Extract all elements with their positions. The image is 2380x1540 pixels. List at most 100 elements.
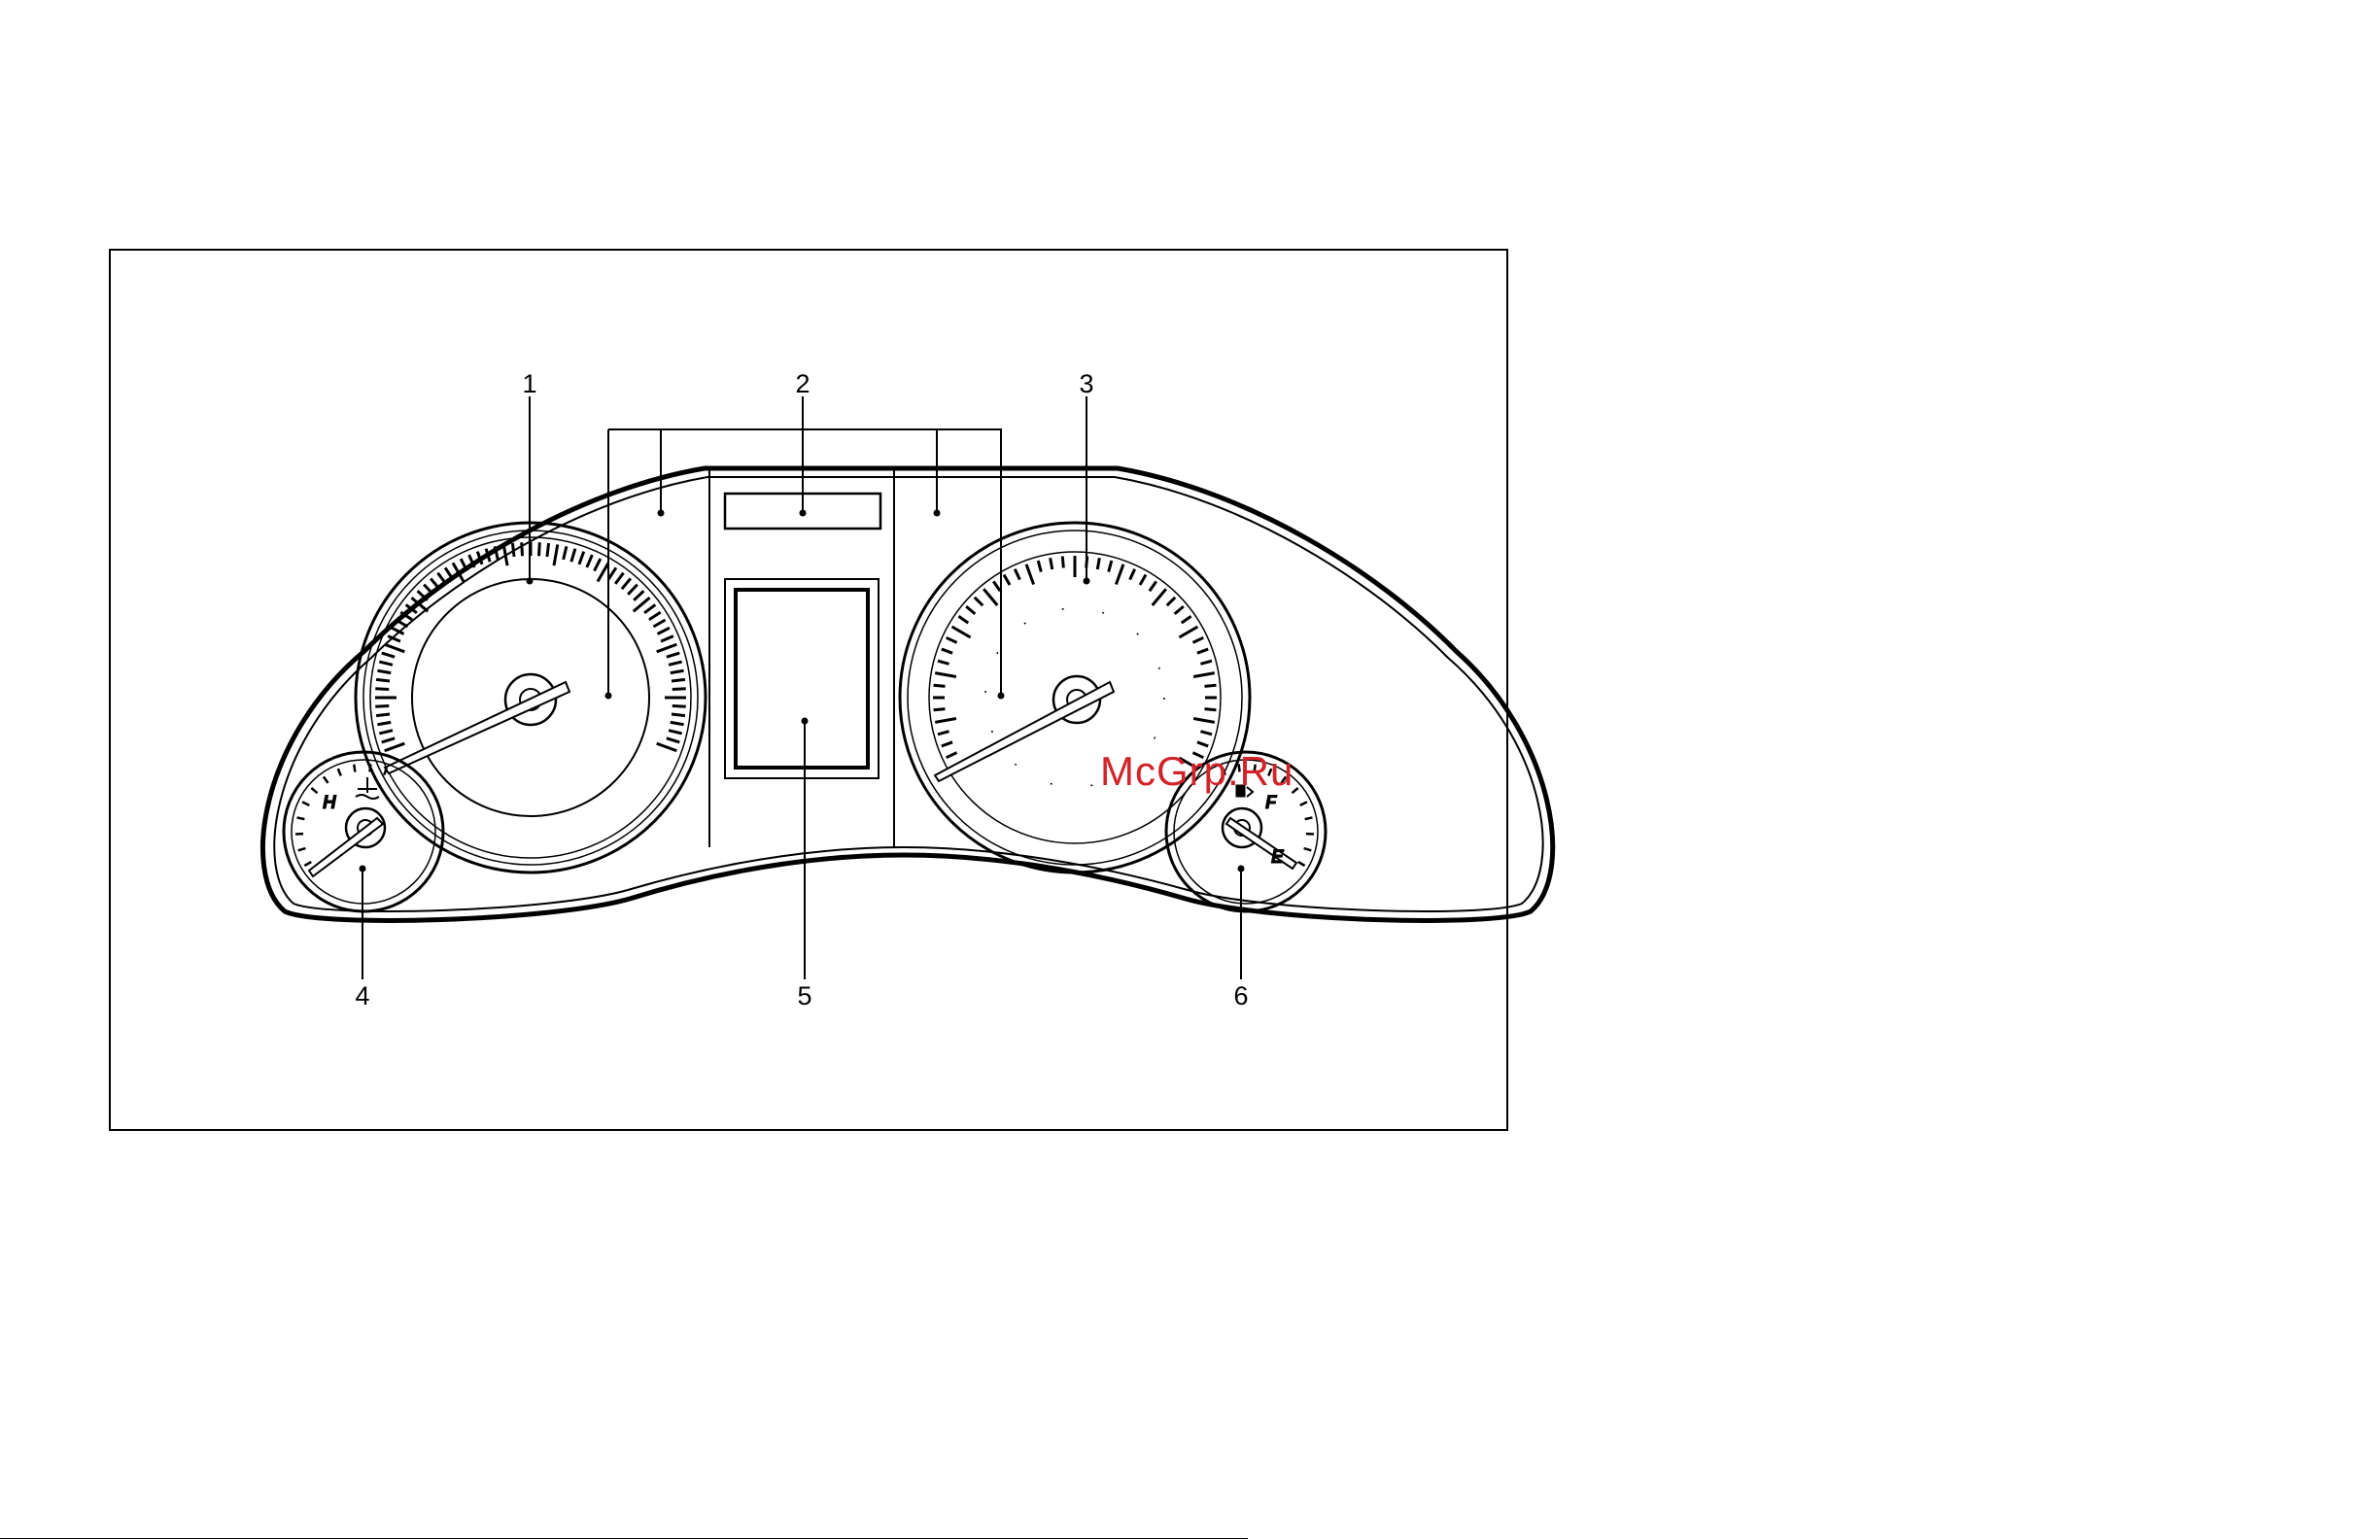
- housing-inner: [274, 477, 1542, 911]
- coolant-gauge-tick: [311, 788, 317, 793]
- watermark: McGrp.Ru: [1100, 748, 1293, 794]
- speedometer-tick: [1193, 673, 1215, 677]
- tachometer-tick: [595, 559, 601, 571]
- tachometer-tick: [375, 689, 389, 690]
- tachometer-tick: [554, 544, 558, 565]
- tachometer-tick: [644, 604, 655, 612]
- tachometer-tick: [377, 670, 391, 672]
- speedometer-tick: [1153, 589, 1166, 605]
- tachometer-tick: [522, 542, 523, 556]
- speedometer-tick: [1204, 685, 1216, 686]
- speedometer-tick: [1116, 565, 1123, 585]
- speedometer-tick: [935, 673, 956, 677]
- callout-6: 6: [1233, 981, 1248, 1010]
- tachometer-tick: [375, 705, 389, 706]
- tachometer-tick: [377, 722, 391, 724]
- coolant-gauge-tick: [354, 765, 355, 772]
- tachometer-tick: [376, 714, 390, 716]
- tachometer-tick: [649, 612, 661, 620]
- coolant-gauge-tick: [302, 802, 309, 805]
- tachometer-tick: [598, 563, 608, 581]
- speedometer-tick: [1109, 561, 1112, 572]
- tachometer-tick: [661, 636, 673, 642]
- tachometer-tick: [634, 591, 643, 600]
- speedometer-tick: [975, 598, 983, 605]
- speedometer-tick: [1197, 742, 1208, 746]
- speedometer-tick: [1015, 569, 1019, 580]
- speedometer-tick: [934, 709, 946, 710]
- callout-1: 1: [522, 369, 536, 398]
- speedometer-needle: [935, 682, 1114, 781]
- speedometer-tick: [947, 637, 957, 642]
- speedometer-tick: [1026, 565, 1034, 585]
- coolant-gauge-tick: [298, 848, 306, 850]
- speedometer-tick: [942, 742, 952, 746]
- tachometer-tick: [671, 722, 684, 724]
- tachometer-tick: [673, 705, 686, 706]
- tachometer-tick: [382, 738, 395, 742]
- fuel-empty-label: E: [1271, 847, 1285, 868]
- tachometer-tick: [657, 628, 670, 633]
- tachometer-tick: [628, 585, 638, 595]
- callout-3: 3: [1079, 369, 1093, 398]
- speedometer-tick: [935, 719, 956, 723]
- speedometer-tick: [1038, 561, 1041, 572]
- tachometer-tick: [672, 714, 685, 716]
- tachometer-tick: [669, 731, 682, 734]
- tachometer-tick: [385, 644, 405, 652]
- coolant-gauge-tick: [297, 817, 305, 819]
- tachometer-tick: [376, 679, 390, 681]
- fuel-gauge-tick: [1300, 802, 1307, 805]
- tachometer-tick: [587, 555, 593, 567]
- tachometer-tick: [669, 662, 682, 665]
- speedometer-tick: [1179, 627, 1197, 637]
- tachometer-tick: [571, 549, 575, 562]
- tachometer-tick: [673, 689, 686, 690]
- tachometer-tick: [382, 653, 395, 657]
- speedometer-tick: [1004, 575, 1010, 585]
- tachometer-tick: [385, 743, 405, 751]
- speedometer-tick: [1140, 575, 1146, 585]
- tachometer-tick: [672, 679, 685, 681]
- speedometer-tick: [1051, 558, 1052, 569]
- fuel-gauge-tick: [1304, 848, 1312, 850]
- fuel-gauge-tick: [1298, 862, 1305, 866]
- speedometer-gauge: [900, 523, 1250, 873]
- coolant-gauge-tick: [338, 769, 341, 775]
- tachometer-tick: [547, 543, 549, 557]
- speedometer-tick: [934, 685, 946, 686]
- lower-display-bezel: [725, 579, 879, 778]
- tachometer-tick: [667, 738, 679, 742]
- tachometer-tick: [671, 670, 684, 672]
- coolant-gauge-tick: [304, 862, 311, 866]
- lower-display-window: [736, 590, 868, 768]
- tachometer-tick: [512, 543, 514, 557]
- speedometer-tick: [1062, 557, 1063, 568]
- speedometer-tick: [947, 753, 957, 758]
- speedometer-tick: [983, 589, 997, 605]
- speedometer-tick: [1130, 569, 1135, 580]
- tachometer-tick: [564, 546, 567, 560]
- coolant-gauge-tick: [324, 776, 328, 782]
- tachometer-tick: [503, 544, 507, 565]
- callout-2: 2: [795, 369, 810, 398]
- tachometer-tick: [486, 549, 490, 562]
- speedometer-tick: [958, 616, 968, 623]
- speedometer-tick: [1182, 616, 1191, 623]
- page-bottom-rule: [0, 1538, 1248, 1539]
- tachometer-tick: [379, 731, 393, 734]
- tachometer-tick: [657, 644, 677, 652]
- speedometer-tick: [993, 581, 1000, 591]
- tachometer-tick: [437, 573, 445, 584]
- speedometer-tick: [1204, 709, 1216, 710]
- tachometer-tick: [538, 542, 539, 556]
- callout-4: 4: [355, 981, 369, 1010]
- fuel-full-label: F: [1265, 793, 1278, 813]
- speedometer-tick: [1097, 558, 1099, 569]
- speedometer-tick: [966, 606, 975, 614]
- tachometer-tick: [667, 653, 679, 657]
- tachometer-tick: [622, 578, 631, 589]
- speedometer-tick: [1200, 732, 1212, 735]
